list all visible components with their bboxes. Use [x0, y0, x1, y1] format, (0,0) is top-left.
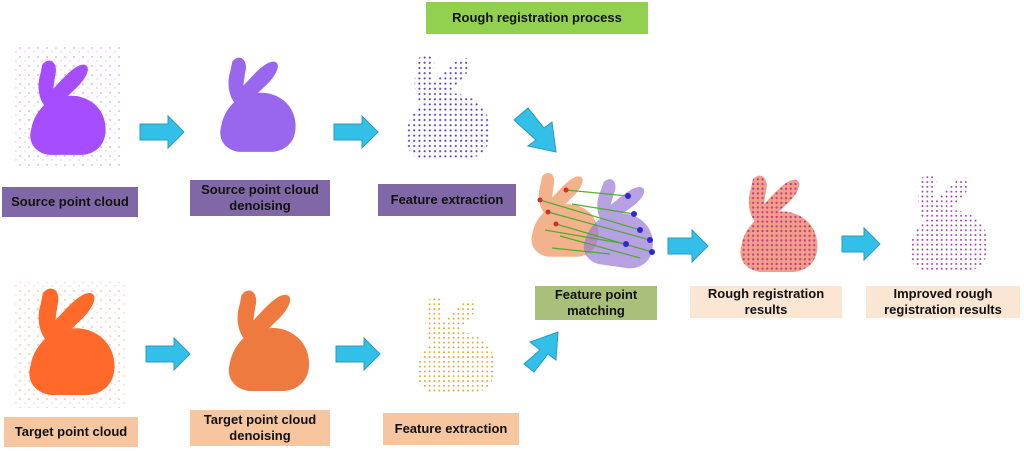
arrow-right-icon [335, 336, 381, 372]
source-point-cloud-image [14, 46, 122, 168]
label-target-point-cloud: Target point cloud [4, 417, 138, 447]
target-denoised-image [228, 290, 310, 391]
arrow-up-right-icon [523, 331, 559, 373]
source-features-image [405, 53, 491, 161]
target-features-image [416, 295, 496, 394]
label-source-denoising: Source point cloud denoising [190, 180, 330, 216]
target-point-cloud-image [14, 282, 126, 408]
label-rough-registration-results: Rough registration results [690, 286, 842, 318]
rough-result-image [740, 175, 818, 272]
page-title: Rough registration process [426, 2, 648, 34]
arrow-right-icon [333, 114, 379, 150]
label-target-denoising: Target point cloud denoising [190, 410, 330, 446]
label-source-feature-extraction: Feature extraction [378, 184, 516, 216]
label-improved-rough-registration-results: Improved rough registration results [866, 286, 1020, 318]
label-target-feature-extraction: Feature extraction [383, 413, 519, 445]
arrow-right-icon [139, 114, 185, 150]
improved-result-image [909, 173, 989, 273]
arrow-down-right-icon [513, 107, 557, 153]
label-feature-point-matching: Feature point matching [535, 286, 657, 320]
feature-matching-image [531, 172, 662, 272]
label-source-point-cloud: Source point cloud [2, 187, 138, 217]
arrow-right-icon [841, 226, 881, 262]
arrow-right-icon [145, 336, 191, 372]
arrow-right-icon [667, 228, 709, 264]
source-denoised-image [220, 57, 296, 152]
